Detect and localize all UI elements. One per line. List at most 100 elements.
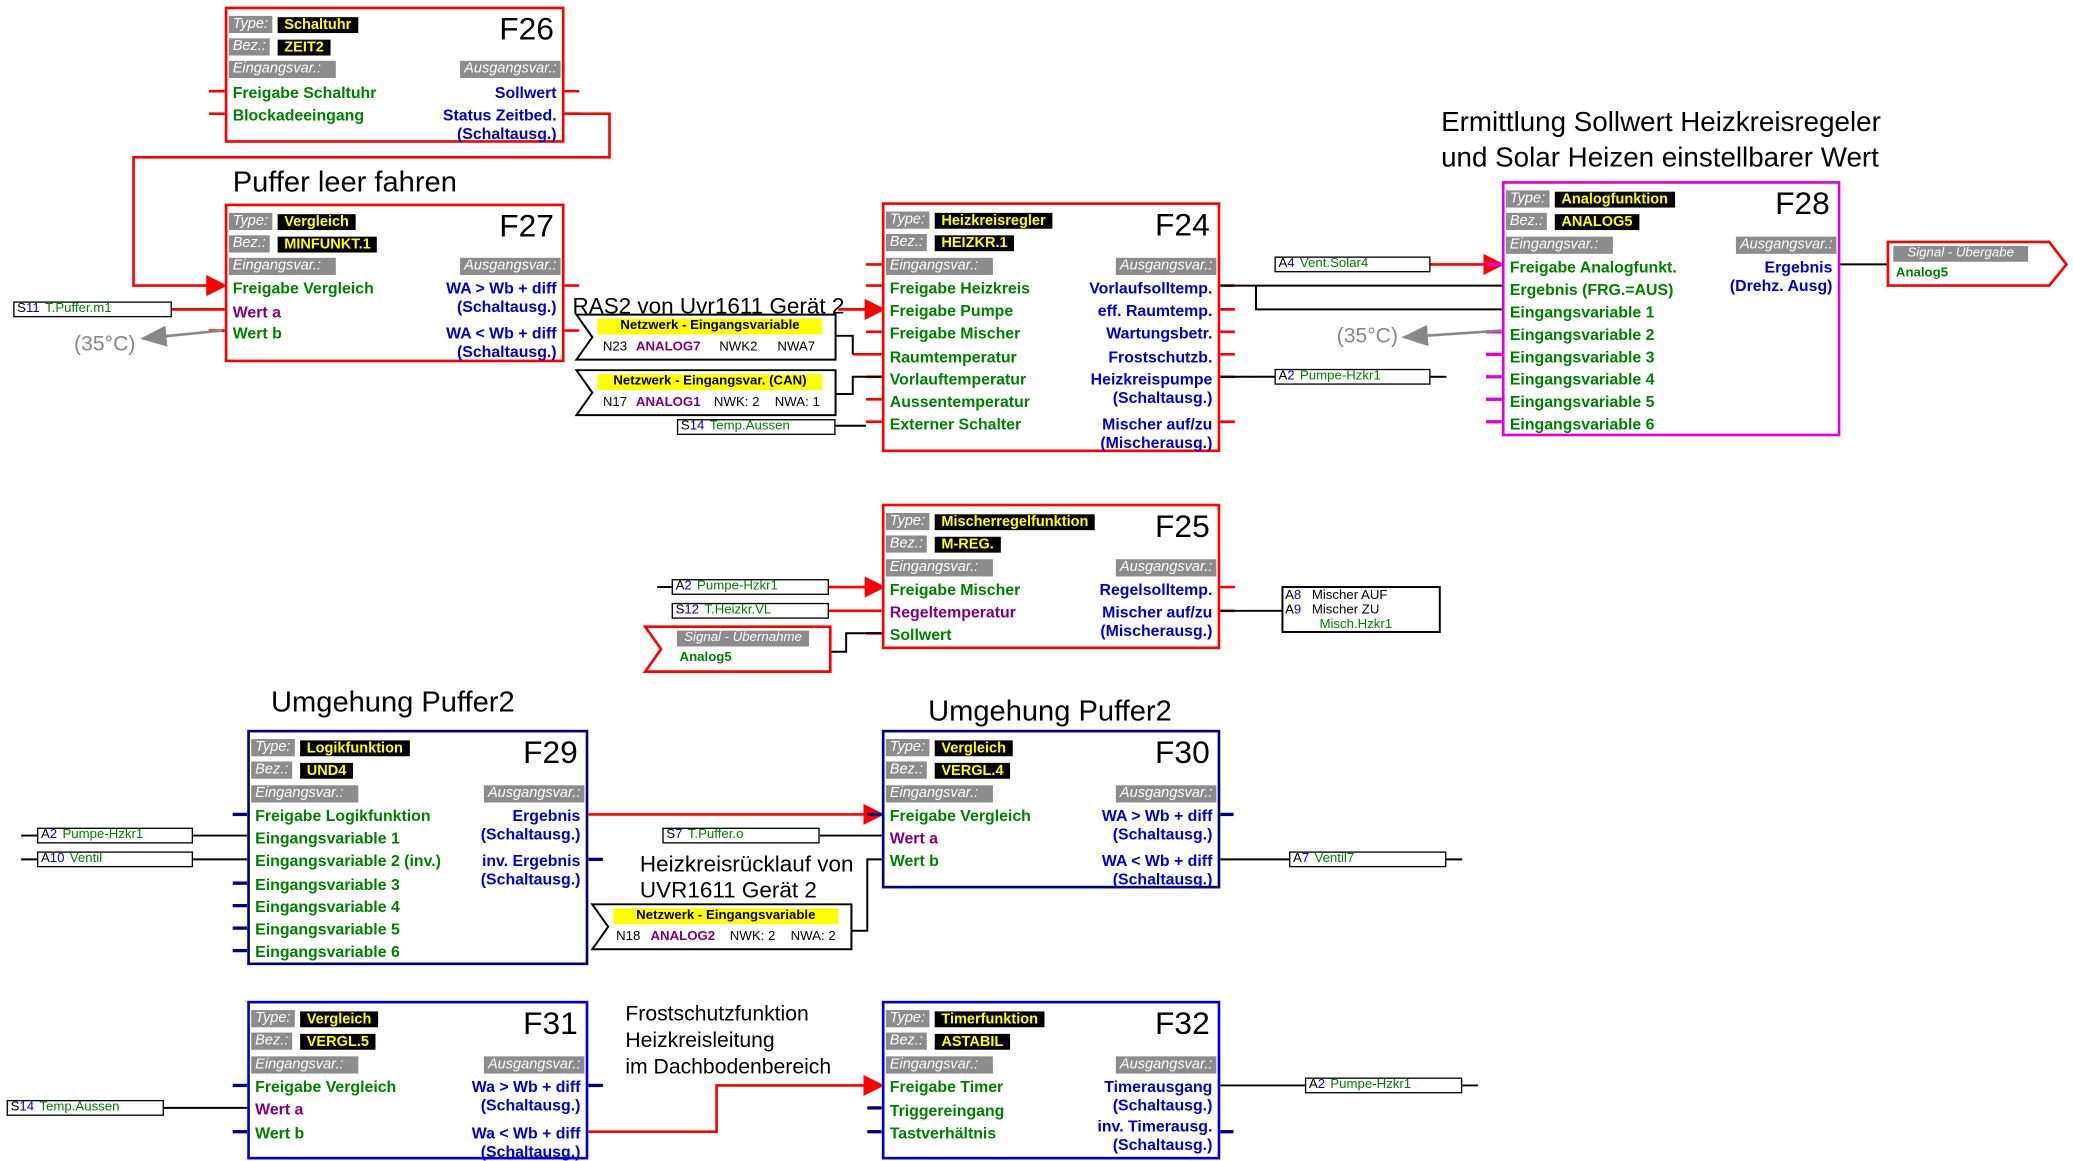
output-pin[interactable]: WA < Wb + diff	[1101, 851, 1213, 870]
input-pin[interactable]: Eingangsvariable 1	[1509, 302, 1655, 322]
input-pin[interactable]: Eingangsvariable 6	[1509, 415, 1655, 434]
block-f31[interactable]: Type: Vergleich Bez.: VERGL.5 F31 Eingan…	[247, 1000, 589, 1160]
source-name: T.Heizkr.VL	[704, 602, 772, 618]
input-pin[interactable]: Wert b	[889, 851, 939, 870]
source-name: Vent.Solar4	[1299, 256, 1369, 272]
input-pin[interactable]: Freigabe Pumpe	[889, 301, 1014, 320]
input-pin[interactable]: Sollwert	[889, 625, 952, 644]
input-pin[interactable]: Freigabe Vergleich	[889, 806, 1031, 825]
input-pin[interactable]: Eingangsvariable 1	[255, 828, 400, 848]
function-id: F32	[1155, 1006, 1210, 1042]
source-kind: A	[1278, 256, 1288, 272]
output-pin[interactable]: Mischer auf/zu	[1102, 415, 1213, 434]
output-pin[interactable]: Wa < Wb + diff	[471, 1123, 581, 1143]
input-pin[interactable]: Eingangsvariable 6	[255, 942, 400, 962]
block-f28[interactable]: Type: Analogfunktion Bez.: ANALOG5 F28 E…	[1501, 181, 1841, 437]
block-f30[interactable]: Type: Vergleich Bez.: VERGL.4 F30 Eingan…	[881, 729, 1221, 889]
output-pin[interactable]: Ergebnis	[512, 806, 581, 825]
input-pin[interactable]: Wert a	[255, 1099, 304, 1119]
network-n23[interactable]: Netzwerk - Eingangsvariable N23 ANALOG7 …	[576, 315, 835, 360]
block-f27[interactable]: Type: Vergleich Bez.: MINFUNKT.1 F27 Ein…	[224, 203, 565, 363]
input-pin[interactable]: Eingangsvariable 3	[255, 875, 400, 894]
network-node: N17	[602, 395, 628, 410]
block-f24[interactable]: Type: Heizkreisregler Bez.: HEIZKR.1 F24…	[881, 202, 1221, 453]
output-pin[interactable]: WA < Wb + diff	[446, 323, 557, 343]
output-pin[interactable]: WA > Wb + diff	[446, 278, 557, 298]
input-pin[interactable]: Eingangsvariable 5	[255, 920, 400, 939]
output-pin[interactable]: Wa > Wb + diff	[471, 1077, 581, 1097]
signal-uebernahme[interactable]: Signal - Übernahme Analog5	[672, 629, 828, 669]
output-pin[interactable]: Timerausgang	[1104, 1077, 1213, 1097]
output-pin-sub: (Schaltausg.)	[480, 869, 581, 889]
input-pin[interactable]: Freigabe Mischer	[889, 580, 1021, 599]
type-header: Type:	[885, 1010, 930, 1028]
output-pin[interactable]: Ergebnis	[1764, 257, 1833, 277]
input-pin[interactable]: Eingangsvariable 2	[1509, 325, 1655, 344]
block-f29[interactable]: Type: Logikfunktion Bez.: UND4 F29 Einga…	[247, 729, 589, 966]
input-pin[interactable]: Ergebnis (FRG.=AUS)	[1509, 280, 1674, 299]
network-n17[interactable]: Netzwerk - Eingangsvar. (CAN) N17 ANALOG…	[576, 370, 835, 415]
input-pin[interactable]: Externer Schalter	[889, 415, 1022, 434]
output-pin[interactable]: Wartungsbetr.	[1106, 323, 1213, 343]
output-pin[interactable]: inv. Timerausg.	[1097, 1117, 1213, 1136]
input-pin[interactable]: Triggereingang	[889, 1101, 1005, 1120]
output-pin[interactable]: eff. Raumtemp.	[1097, 301, 1213, 320]
output-pin[interactable]: Heizkreispumpe	[1090, 370, 1213, 389]
input-pin[interactable]: Eingangsvariable 5	[1509, 392, 1655, 412]
output-pin[interactable]: Frostschutzb.	[1108, 347, 1213, 367]
input-pin[interactable]: Eingangsvariable 2 (inv.)	[255, 851, 441, 870]
output-pin[interactable]: Sollwert	[494, 83, 557, 102]
input-pin[interactable]: Freigabe Vergleich	[255, 1077, 397, 1097]
output-pin[interactable]: Regelsolltemp.	[1099, 580, 1213, 599]
input-pin[interactable]: Freigabe Logikfunktion	[255, 806, 431, 825]
network-nwk: NWK: 2	[729, 929, 776, 944]
source-name: T.Puffer.o	[687, 827, 744, 843]
input-pin[interactable]: Freigabe Heizkreis	[889, 278, 1030, 298]
block-f26[interactable]: Type: Schaltuhr Bez.: ZEIT2 F26 Eingangs…	[224, 6, 565, 143]
input-pin[interactable]: Vorlauftemperatur	[889, 370, 1027, 389]
input-pin[interactable]: Freigabe Vergleich	[232, 278, 374, 298]
input-pin[interactable]: Freigabe Schaltuhr	[232, 83, 377, 102]
input-pin[interactable]: Blockadeeingang	[232, 105, 365, 125]
input-pin[interactable]: Raumtemperatur	[889, 347, 1017, 367]
input-pin[interactable]: Eingangsvariable 3	[1509, 347, 1655, 367]
block-f25[interactable]: Type: Mischerregelfunktion Bez.: M-REG. …	[881, 503, 1221, 650]
block-f32[interactable]: Type: Timerfunktion Bez.: ASTABIL F32 Ei…	[881, 1000, 1221, 1160]
output-pin[interactable]: Status Zeitbed.	[442, 105, 557, 125]
input-pin[interactable]: Freigabe Analogfunkt.	[1509, 257, 1677, 277]
source-number: 12	[684, 602, 700, 618]
signal-uebergabe[interactable]: Signal - Übergabe Analog5	[1891, 245, 2047, 282]
input-pin[interactable]: Tastverhältnis	[889, 1123, 997, 1143]
output-pin-sub: (Schaltausg.)	[480, 1096, 581, 1115]
input-pin[interactable]: Freigabe Mischer	[889, 323, 1021, 343]
network-n18[interactable]: Netzwerk - Eingangsvariable N18 ANALOG2 …	[592, 904, 851, 949]
output-header: Ausgangsvar.:	[1115, 559, 1217, 577]
input-pin[interactable]: Eingangsvariable 4	[255, 897, 400, 917]
input-pin[interactable]: Freigabe Timer	[889, 1077, 1004, 1097]
output-pin[interactable]: Vorlaufsolltemp.	[1089, 278, 1213, 298]
input-pin[interactable]: Wert b	[232, 323, 282, 343]
input-pin[interactable]: Wert a	[232, 302, 281, 322]
network-name: ANALOG2	[650, 929, 716, 944]
input-pin[interactable]: Eingangsvariable 4	[1509, 370, 1655, 389]
input-pin[interactable]: Wert a	[889, 828, 938, 848]
output-pin[interactable]: inv. Ergebnis	[481, 851, 581, 870]
input-pin[interactable]: Aussentemperatur	[889, 392, 1030, 412]
input-pin[interactable]: Regeltemperatur	[889, 602, 1016, 622]
output-pin[interactable]: Mischer auf/zu	[1102, 602, 1213, 622]
output-pin[interactable]: WA > Wb + diff	[1101, 806, 1213, 825]
input-pin[interactable]: Wert b	[255, 1123, 305, 1143]
